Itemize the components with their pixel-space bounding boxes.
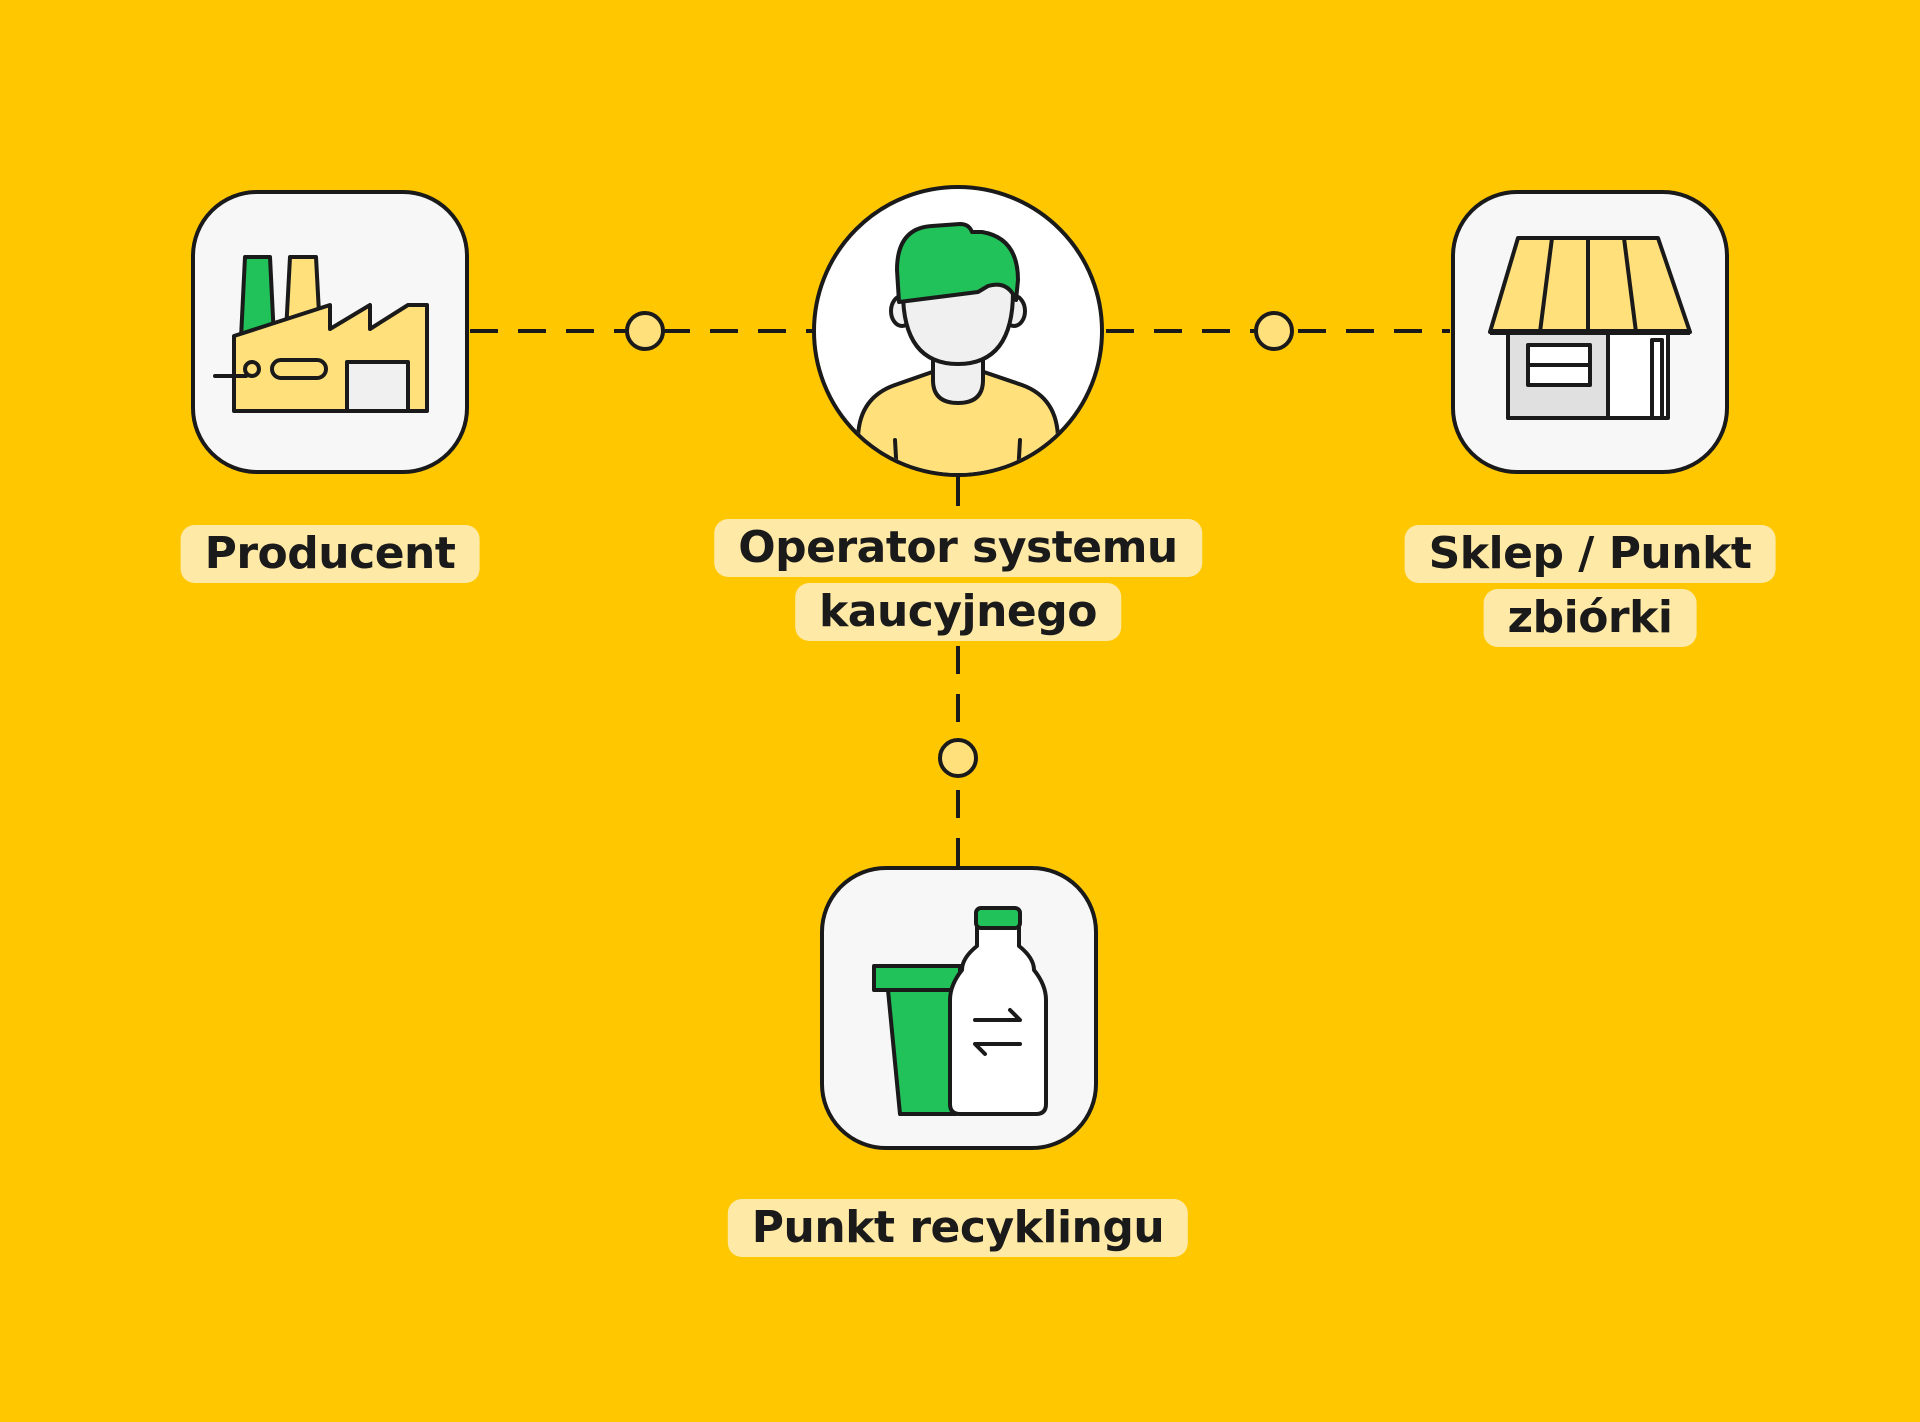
producer-label-line: Producent <box>180 525 480 583</box>
recycling-bottle-bin-icon <box>872 906 1048 1116</box>
connector-operator-recycling <box>938 476 978 866</box>
operator-label: Operator systemu kaucyjnego <box>714 519 1202 641</box>
store-label-line-2: zbiórki <box>1483 589 1697 647</box>
recycling-node <box>820 866 1098 1150</box>
recycling-label: Punkt recyklingu <box>727 1199 1189 1257</box>
operator-label-line-1: Operator systemu <box>714 519 1202 577</box>
connector-dot <box>938 738 978 778</box>
connector-producer-operator <box>470 311 812 351</box>
connector-operator-store <box>1106 311 1450 351</box>
store-label: Sklep / Punkt zbiórki <box>1404 525 1776 647</box>
operator-label-line-2: kaucyjnego <box>794 583 1121 641</box>
producer-label: Producent <box>180 525 480 583</box>
factory-icon <box>213 255 429 413</box>
connector-dot <box>1254 311 1294 351</box>
recycling-label-line: Punkt recyklingu <box>727 1199 1189 1257</box>
store-label-line-1: Sklep / Punkt <box>1404 525 1776 583</box>
connector-dot <box>625 311 665 351</box>
operator-node <box>812 185 1104 477</box>
storefront-icon <box>1488 236 1692 420</box>
store-node <box>1451 190 1729 474</box>
producer-node <box>191 190 469 474</box>
